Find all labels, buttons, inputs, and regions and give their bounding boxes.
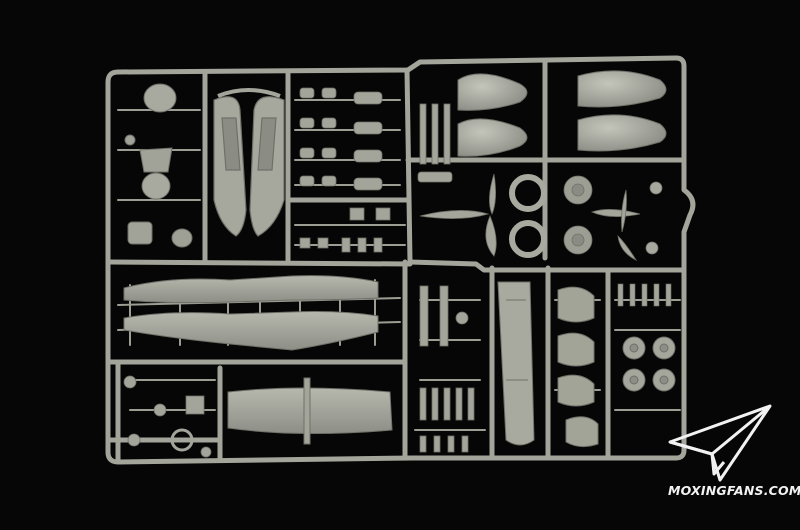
- tail-plane: [227, 377, 393, 445]
- sprue-frame: [105, 55, 696, 465]
- seat-parts: [557, 286, 599, 448]
- floor-panel: [497, 281, 535, 446]
- wheels: [622, 336, 676, 392]
- wing-halves: [123, 275, 379, 351]
- bottom-left-parts: [123, 375, 212, 458]
- paper-plane-icon: [668, 404, 772, 482]
- landing-gear-struts: [617, 283, 672, 307]
- detail-parts: [299, 87, 391, 253]
- fuselage-halves: [213, 88, 285, 237]
- engine-rings: [509, 174, 547, 258]
- center-parts: [419, 285, 475, 453]
- strut-parts: [417, 103, 453, 183]
- left-small-parts: [124, 83, 193, 248]
- radial-engines: [563, 175, 663, 255]
- propellers: [419, 173, 641, 261]
- engine-cowlings: [457, 70, 667, 157]
- watermark-text: MOXINGFANS.COM: [668, 483, 800, 498]
